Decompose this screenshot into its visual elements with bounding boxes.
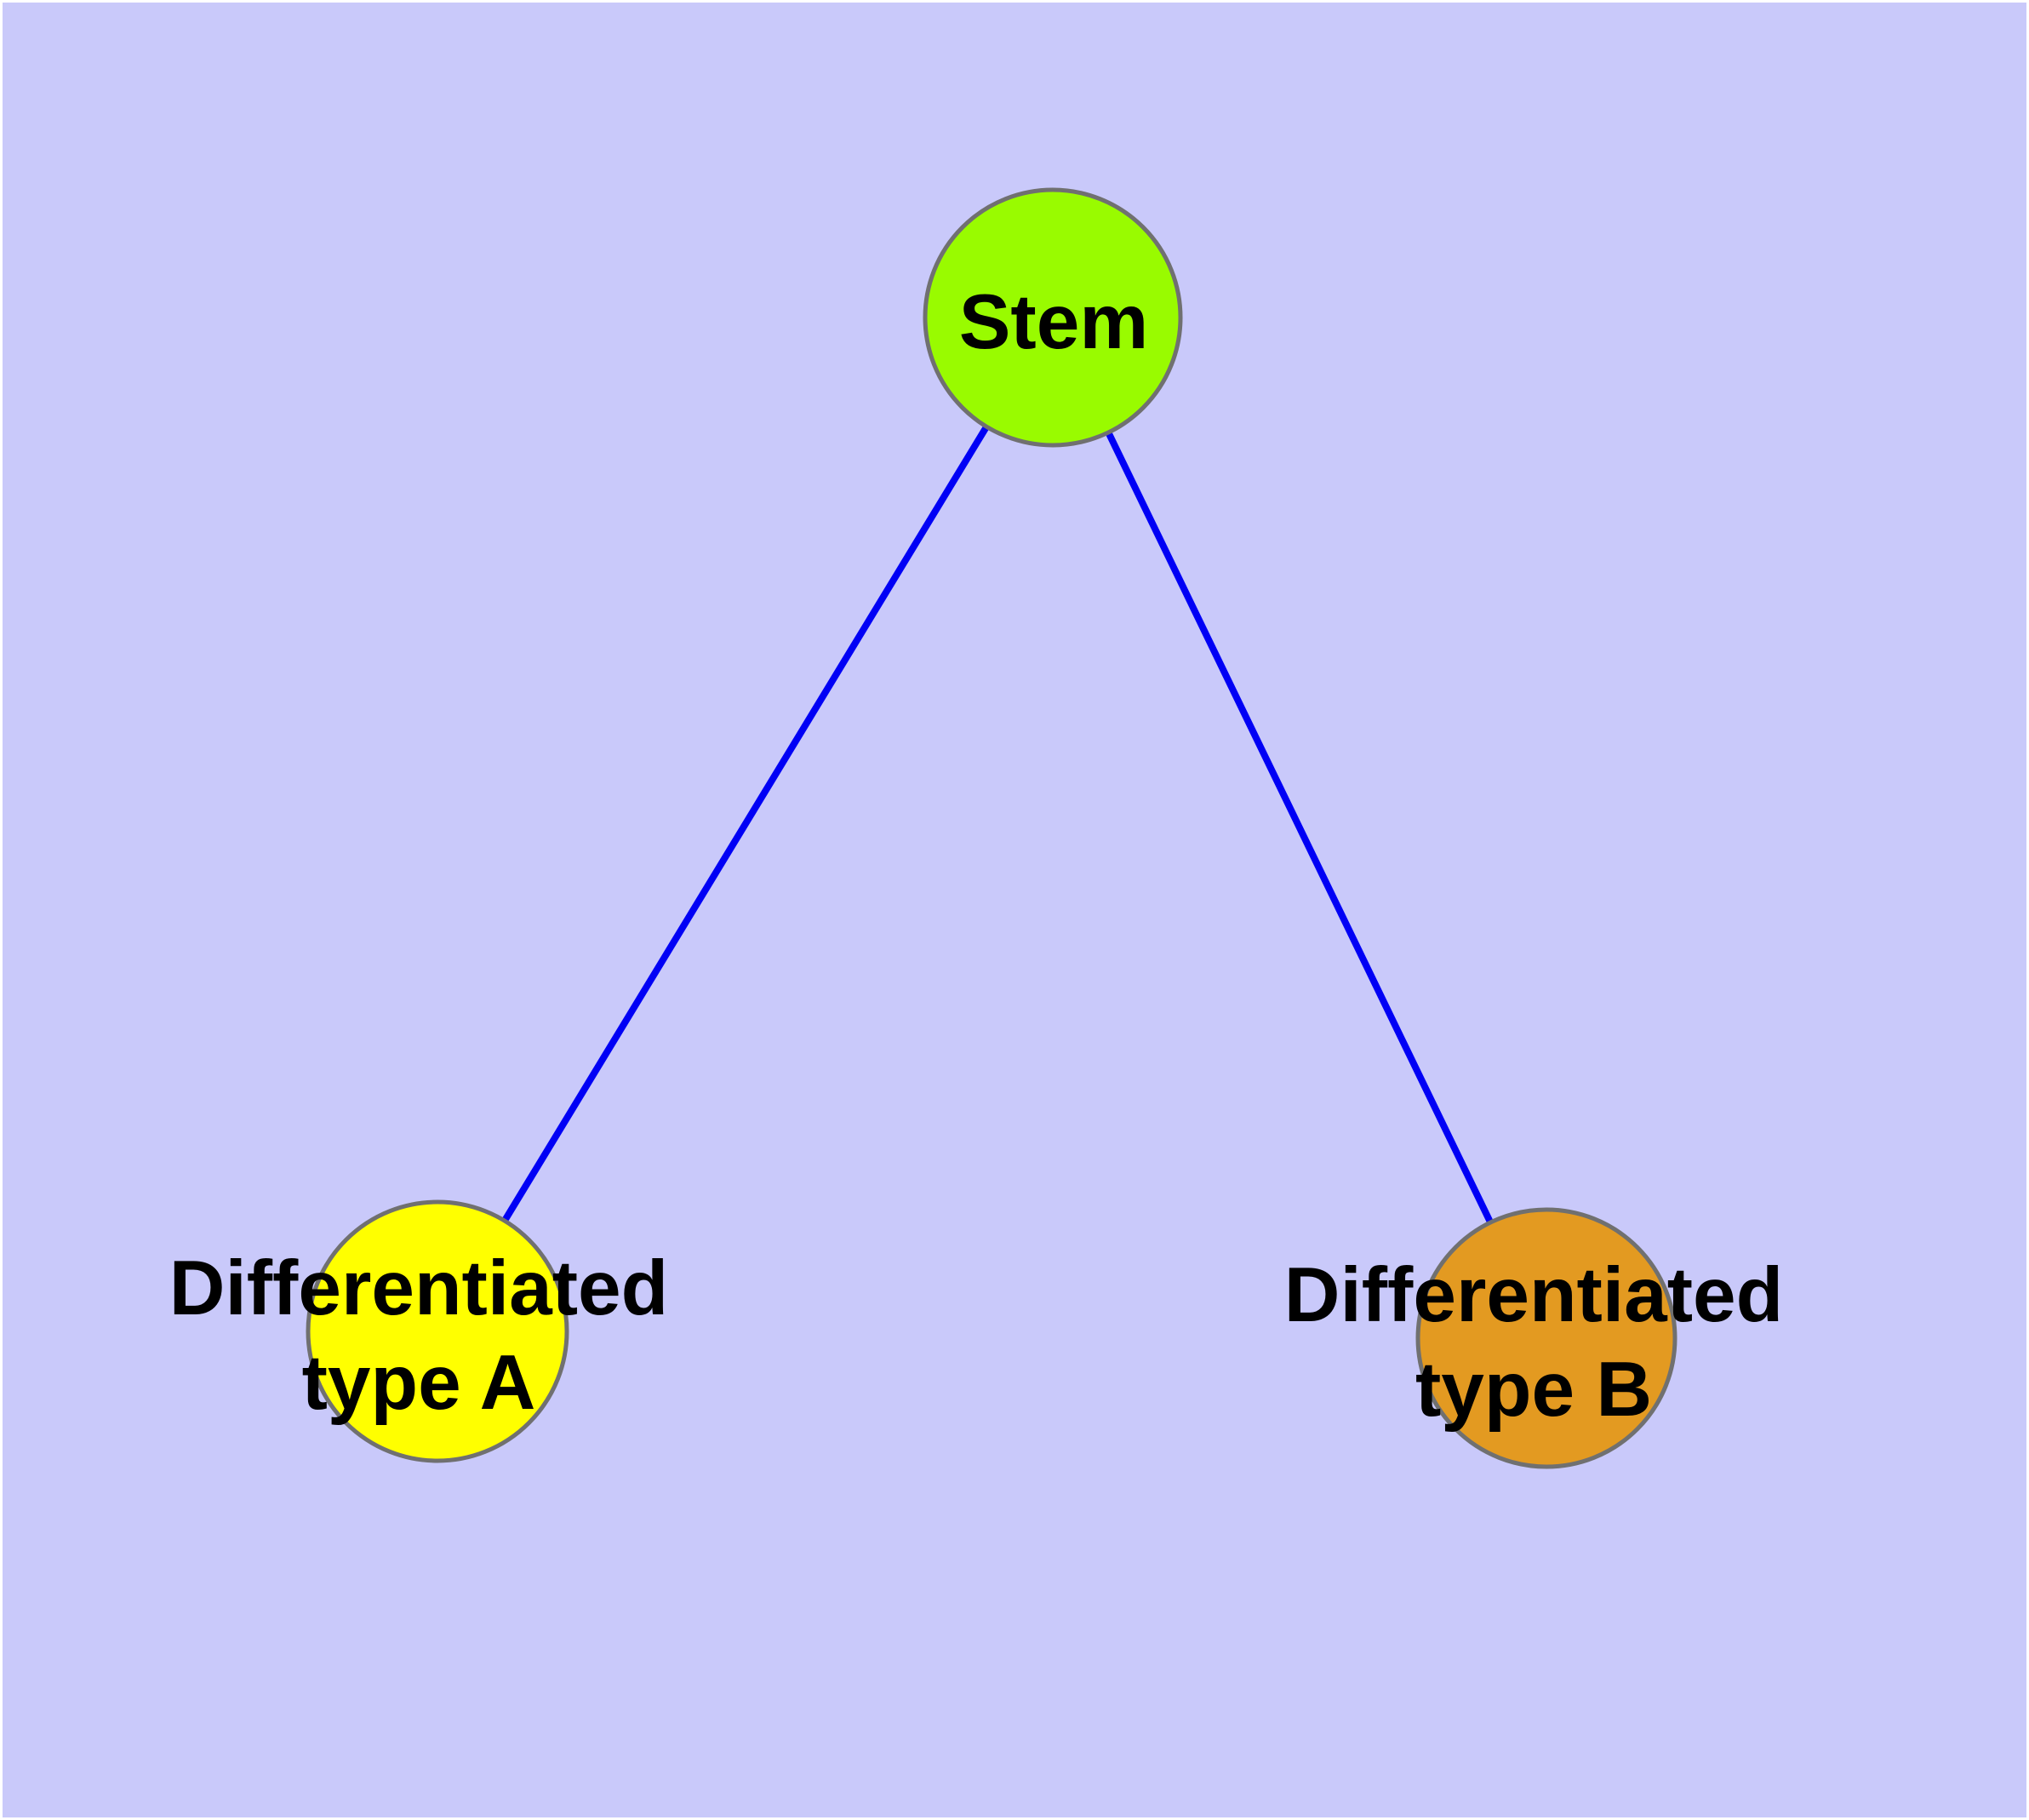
node-stem-label: Stem bbox=[958, 279, 1149, 365]
node-type-b-circle bbox=[1415, 1207, 1677, 1469]
node-type-a-label-line2: type A bbox=[301, 1340, 536, 1426]
edge-stem-to-type-b bbox=[1049, 316, 1550, 1340]
node-type-b-label: Differentiated type B bbox=[1284, 1248, 1784, 1437]
node-type-b-label-line1: Differentiated bbox=[1283, 1252, 1784, 1338]
node-stem-circle bbox=[923, 187, 1183, 448]
node-type-a-label: Differentiated type A bbox=[169, 1241, 669, 1430]
node-type-a-label-line1: Differentiated bbox=[169, 1245, 669, 1331]
node-type-a-circle bbox=[306, 1199, 569, 1463]
node-type-b-label-line2: type B bbox=[1415, 1347, 1653, 1433]
edge-stem-to-type-a bbox=[434, 315, 1056, 1334]
